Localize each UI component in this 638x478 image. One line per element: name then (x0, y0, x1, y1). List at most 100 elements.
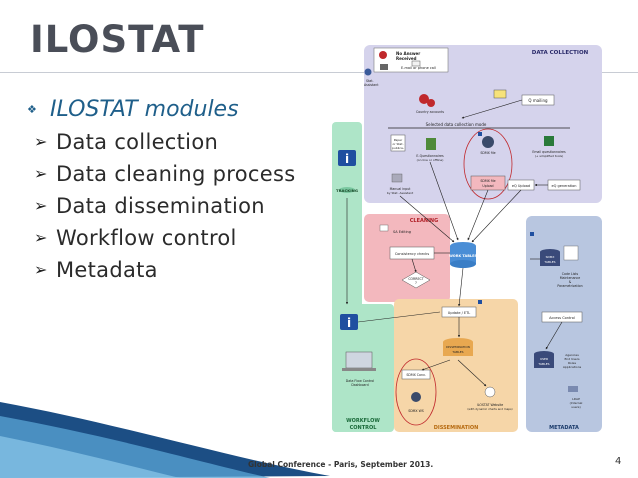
paper-doc-icon (390, 134, 406, 152)
sdmx-tables-line2: TABLES (543, 260, 555, 264)
metadata-label: METADATA (549, 425, 579, 431)
info-marker-icon (478, 300, 482, 304)
q-mailing-text: Q mailing (528, 98, 548, 103)
bullet-item: ➢ Data collection (26, 126, 326, 158)
slide-footer: Global Conference - Paris, September 201… (248, 460, 434, 469)
sdmx-upload-line2: Upload (482, 184, 493, 188)
correct-decision (401, 271, 431, 289)
e-questionnaire-icon (426, 138, 436, 150)
manual-input-icon (391, 173, 403, 183)
bottom-swoosh (0, 402, 330, 478)
e-questionnaires-line2: (on line or offline) (417, 158, 444, 162)
dfc-dashboard-line2: Dashboard (351, 383, 368, 387)
selected-mode-text: Selected data collection mode (426, 122, 487, 127)
bullet-item-text: Metadata (56, 258, 158, 282)
manual-input-line2: by Stat. Assistant (387, 191, 414, 195)
e-questionnaires-line1: E-Questionnaires (416, 154, 444, 158)
paper-text: or Stat. (392, 142, 403, 146)
eq-generation-text: eQ generation (551, 184, 576, 188)
ilostat-website-line2: (with dynamic charts and maps) (467, 407, 512, 411)
workflow-control-label-line1: WORKFLOW (346, 418, 380, 424)
bullet-item: ➢ Data dissemination (26, 190, 326, 222)
envelope-icon (493, 89, 507, 99)
user-tables-line1: USER (540, 357, 548, 361)
dissemination-region (394, 299, 518, 432)
info-marker-icon (478, 132, 482, 136)
agencies-line4: Applications (563, 365, 582, 369)
correct-line1: CORRECT (408, 277, 423, 281)
bullet-item: ➢ Workflow control (26, 222, 326, 254)
stat-assistant-line1: Stat. (366, 79, 374, 83)
info-marker-icon (530, 232, 534, 236)
tracking-db-icon (339, 187, 355, 193)
bullet-item: ➢ Metadata (26, 254, 326, 286)
agencies-line1: Agencies (565, 353, 579, 357)
sdmx-conv-text: SDMX Conv. (406, 373, 425, 377)
bullet-heading: ❖ ILOSTAT modules (26, 93, 326, 126)
ilostat-website-line1: ILOSTAT Website (477, 403, 503, 407)
code-lists-line3: & (569, 280, 572, 284)
arrow-bullet-icon: ➢ (34, 196, 48, 215)
code-lists-doc-icon (563, 245, 579, 261)
workflow-control-label-line2: CONTROL (350, 425, 378, 431)
info-icon (340, 314, 358, 330)
sa-editing-text: SA Editing (393, 230, 411, 234)
sdmx-ws-icon (411, 392, 421, 402)
info-icon (338, 150, 356, 166)
stat-assistant-line2: Assistant (364, 83, 379, 87)
update-etl-text: Update / ETL (448, 311, 470, 315)
manual-input-line1: Manual input (390, 187, 412, 191)
bullet-item-text: Workflow control (56, 226, 237, 250)
paper-text: publica- (392, 146, 404, 150)
paper-text: Paper (394, 138, 403, 142)
bullet-item-text: Data dissemination (56, 194, 265, 218)
dissemination-tables-line1: DISSEMINATION (446, 345, 470, 349)
bullet-item-text: Data cleaning process (56, 162, 296, 186)
no-entry-icon (379, 51, 387, 59)
arrow-bullet-icon: ➢ (34, 132, 48, 151)
email-phone-text: E-mail or phone call (401, 66, 436, 70)
svg-text:i: i (345, 152, 349, 166)
no-answer-line2: Received (396, 56, 417, 61)
ldap-line2: (Internal (570, 401, 583, 405)
correct-line2: ? (415, 281, 417, 285)
bullet-item: ➢ Data cleaning process (26, 158, 326, 190)
agencies-line2: End Users (564, 357, 579, 361)
sdmx-highlight-circle (463, 128, 513, 200)
sdmx-upload-line1: SDMX file (480, 179, 495, 183)
arrow-bullet-icon: ➢ (34, 228, 48, 247)
email-questionnaires-line2: (+ simplified tools) (535, 154, 564, 158)
cleaning-label: CLEANING (410, 218, 438, 224)
arrow-bullet-icon: ➢ (34, 260, 48, 279)
bullet-heading-text: ILOSTAT modules (50, 97, 239, 122)
sdmx-file-icon (482, 136, 494, 148)
title-divider (0, 72, 638, 73)
sdmx-ws-text: SDMX WS (408, 409, 424, 413)
excel-icon (544, 136, 554, 146)
country-accounts-text: Country accounts (416, 110, 444, 114)
phone-icon (380, 64, 388, 70)
dissemination-label: DISSEMINATION (434, 425, 479, 431)
arrow-bullet-icon: ➢ (34, 164, 48, 183)
code-lists-line1: Code Lists (562, 272, 579, 276)
no-answer-line1: No Answer (396, 51, 420, 56)
sdmx-file-text: SDMX file (480, 151, 495, 155)
country-accounts-icon (427, 99, 435, 107)
work-tables-text: WORK TABLES (449, 254, 478, 258)
access-control-text: Access Control (549, 316, 575, 320)
code-lists-line2: Maintenance (560, 276, 581, 280)
data-collection-label: DATA COLLECTION (532, 50, 589, 56)
stat-assistant-icon (364, 68, 372, 76)
page-number: 4 (615, 456, 622, 467)
diamond-bullet-icon: ❖ (27, 103, 37, 116)
ldap-line3: users) (571, 405, 580, 409)
ldap-icon (568, 386, 578, 392)
ilostat-architecture-diagram: DATA COLLECTION CLEANING DISSEMINATION M… (332, 45, 602, 432)
sa-editing-icon (379, 224, 389, 232)
sdmx-conv-box (401, 369, 431, 380)
bullet-item-text: Data collection (56, 130, 219, 154)
slide-title: ILOSTAT (30, 18, 205, 61)
user-tables-line2: TABLES (537, 362, 549, 366)
data-collection-region (364, 45, 602, 203)
